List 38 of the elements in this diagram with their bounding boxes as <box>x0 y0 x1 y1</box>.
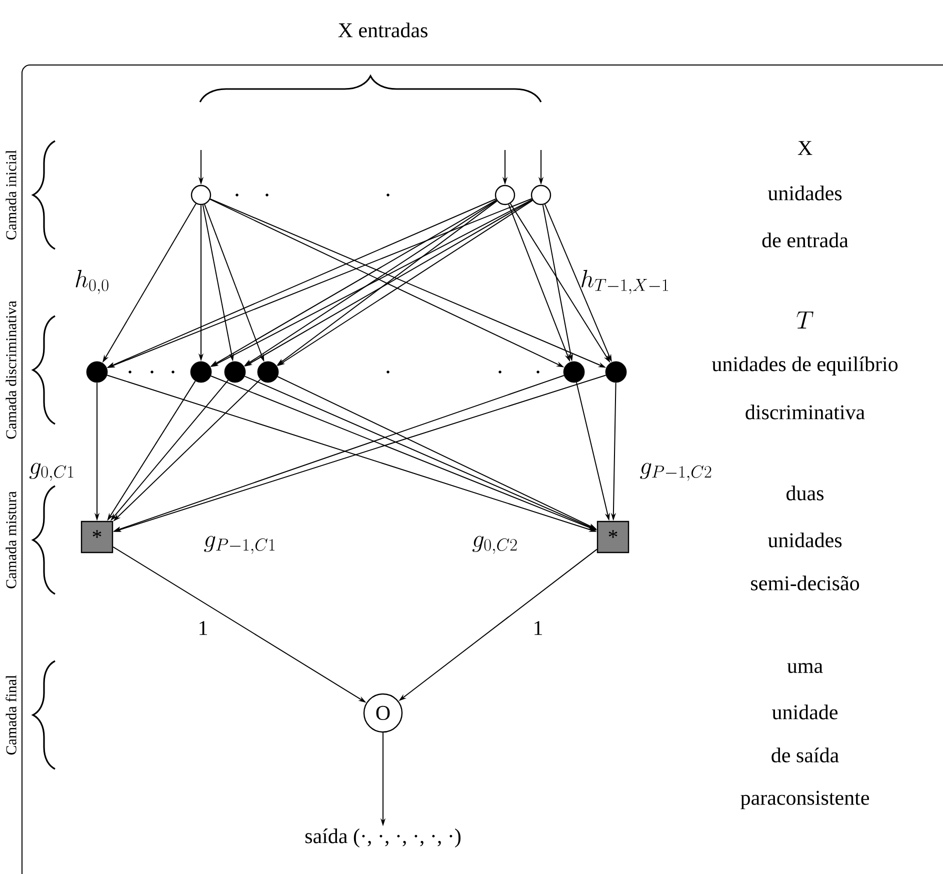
weight-label: $T$ <box>796 312 814 328</box>
layer-label: Camada final <box>6 675 16 755</box>
input-circle <box>530 184 552 206</box>
filled-circle <box>257 361 279 383</box>
layer-label: Camada inicial <box>6 150 16 240</box>
text-label: discriminativa <box>746 404 865 420</box>
edge-label: 1 <box>534 621 542 635</box>
input-circle <box>494 184 516 206</box>
weight-label: $g_{P-1,C1}$ <box>204 536 275 554</box>
layer-label: Camada discriminativa <box>6 300 16 439</box>
filled-circle <box>86 361 108 383</box>
text-label: X entradas <box>338 22 428 38</box>
text-label: semi-decisão <box>751 576 860 590</box>
filled-circle <box>190 361 212 383</box>
weight-label: $g_{P-1,C2}$ <box>640 462 712 481</box>
text-label: unidades de equilíbrio <box>712 356 898 376</box>
filled-circle <box>224 361 246 383</box>
filled-circle <box>563 361 585 383</box>
weight-label: $h_{0,0}$ <box>76 270 108 294</box>
unit-square: * <box>80 520 114 554</box>
text-label: unidade <box>772 704 838 720</box>
filled-circle <box>605 361 627 383</box>
unit-square: * <box>596 520 630 554</box>
text-label: uma <box>787 662 823 674</box>
edge-label: 1 <box>200 621 207 635</box>
weight-label: $g_{0,C2}$ <box>472 536 517 554</box>
text-label: de entrada <box>762 232 848 248</box>
text-label: unidades <box>768 186 842 200</box>
weight-label: $g_{0,C1}$ <box>29 462 74 481</box>
weight-label: $h_{T-1,X-1}$ <box>582 270 668 294</box>
text-label: de saída <box>772 748 839 762</box>
text-label: unidades <box>768 532 842 548</box>
layer-label: Camada mistura <box>6 491 16 588</box>
text-label: X <box>798 141 812 155</box>
output-label: saída (·, ·, ·, ·, ·, ·) <box>305 828 460 848</box>
input-circle <box>190 184 212 206</box>
text-label: paraconsistente <box>740 790 870 810</box>
text-label: duas <box>786 486 824 500</box>
